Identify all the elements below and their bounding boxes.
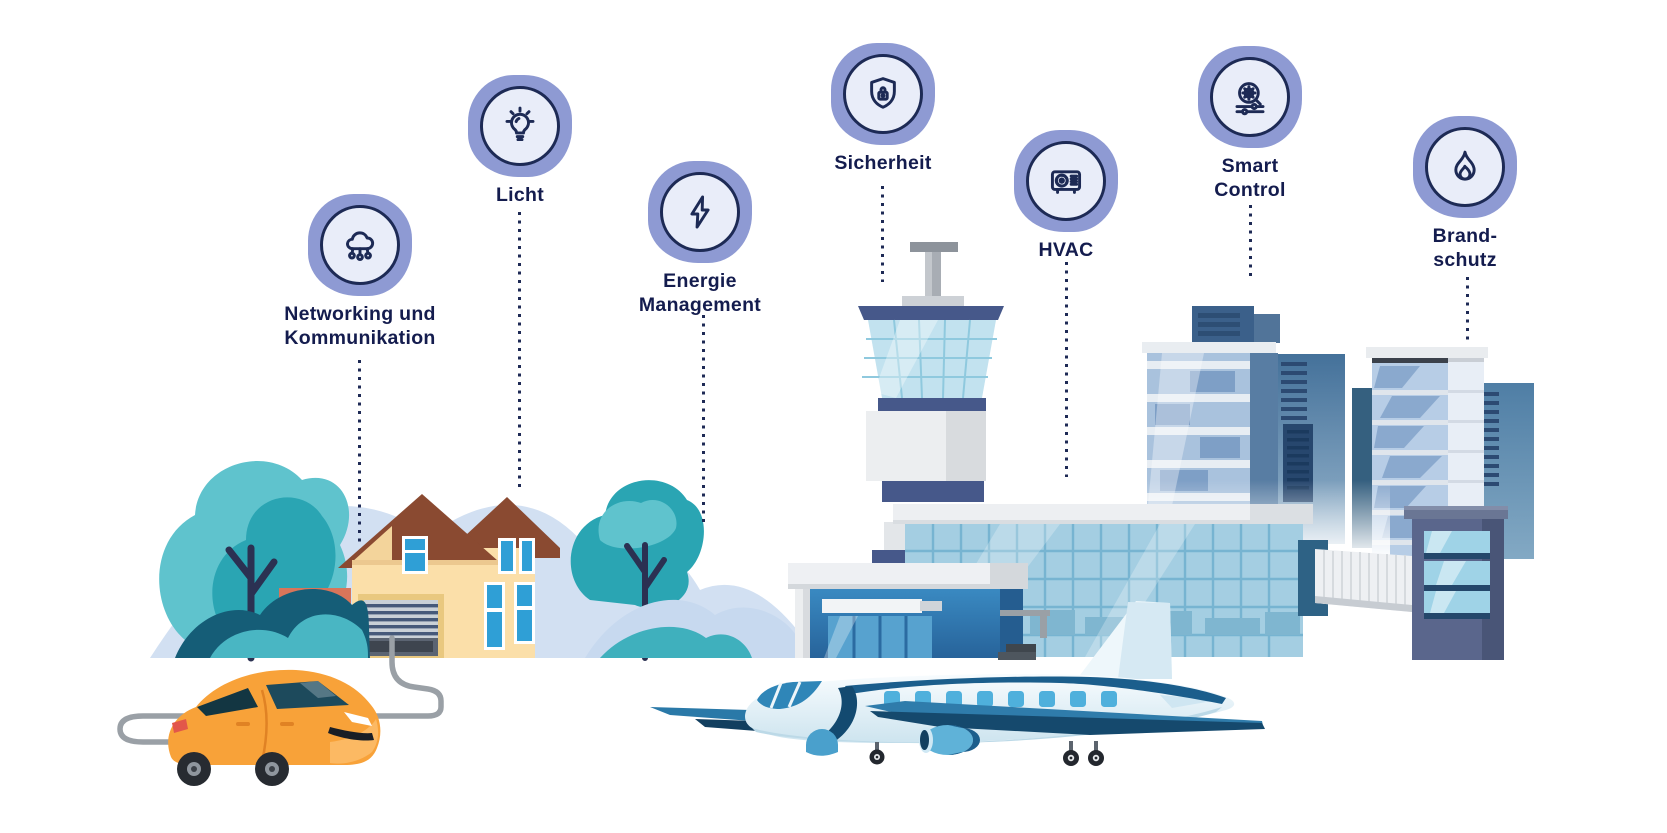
house-windows: [402, 536, 535, 650]
category-sicherheit: Sicherheit: [763, 43, 1003, 176]
badge-blob: [1198, 46, 1302, 148]
flame-icon: [1454, 150, 1476, 181]
dotted-connector-networking: [358, 360, 361, 545]
category-label: Brand- schutz: [1432, 225, 1498, 271]
front-right-building: [1404, 506, 1508, 660]
gear-magnifier-icon: [1235, 82, 1265, 116]
main-wing: [865, 701, 1263, 726]
control-tower: [858, 242, 1004, 566]
badge-blob: [308, 194, 412, 296]
airplane: [650, 601, 1265, 766]
grille: [328, 727, 374, 741]
category-label: Smart Control: [1214, 155, 1286, 201]
dotted-connector-smart-control: [1249, 205, 1252, 280]
badge-blob: [831, 43, 935, 145]
fuselage-stripe: [845, 676, 1226, 704]
cloud-network-icon: [346, 231, 375, 261]
garage-door: [358, 594, 444, 658]
windshield: [266, 681, 349, 709]
rear-stabilizer: [1160, 695, 1218, 708]
category-energie-management: Energie Management: [580, 161, 820, 318]
dotted-connector-energie: [702, 315, 705, 527]
gear-bay: [806, 729, 838, 756]
category-smart-control: Smart Control: [1130, 46, 1370, 203]
badge-blob: [1014, 130, 1118, 232]
category-label: Energie Management: [638, 270, 762, 316]
charging-cable: [117, 635, 444, 745]
family-house: [338, 494, 560, 658]
badge-ring: [1425, 127, 1505, 207]
category-label: HVAC: [1038, 239, 1094, 261]
lightbulb-icon: [505, 106, 535, 142]
dotted-connector-licht: [518, 212, 521, 487]
badge-blob: [468, 75, 572, 177]
glass-bands: [1424, 531, 1490, 619]
badge-ring: [320, 205, 400, 285]
air-conditioner-icon: [1050, 170, 1082, 194]
dotted-connector-sicherheit: [881, 186, 884, 282]
badge-blob: [648, 161, 752, 263]
entrance-building: [788, 563, 1050, 660]
shield-lock-icon: [870, 77, 896, 109]
tail-fin: [1077, 601, 1172, 679]
far-wing: [650, 707, 752, 721]
tree-right: [570, 480, 704, 661]
category-label: Sicherheit: [834, 152, 932, 174]
tail-light: [172, 719, 188, 733]
rear-window: [197, 688, 258, 716]
badge-ring: [1210, 57, 1290, 137]
neighbourhood: [150, 461, 805, 662]
cabin-windows: [884, 691, 1117, 707]
teal-wave: [600, 626, 752, 658]
category-label: Licht: [495, 184, 545, 206]
category-brandschutz: Brand- schutz: [1345, 116, 1585, 273]
category-label: Networking und Kommunikation: [284, 303, 436, 349]
badge-ring: [660, 172, 740, 252]
badge-blob: [1413, 116, 1517, 218]
category-networking: Networking und Kommunikation: [240, 194, 480, 351]
light-bushes: [210, 614, 368, 658]
badge-ring: [1026, 141, 1106, 221]
nose-swoosh: [816, 686, 858, 742]
ev-charging-car: [117, 635, 444, 786]
headlight: [344, 712, 372, 726]
dotted-connector-brandschutz: [1466, 277, 1469, 345]
badge-ring: [843, 54, 923, 134]
jet-bridge: [1315, 549, 1412, 612]
badge-ring: [480, 86, 560, 166]
lightning-bolt-icon: [690, 195, 710, 229]
dotted-connector-hvac: [1065, 262, 1068, 477]
engine: [919, 725, 980, 755]
category-hvac: HVAC: [946, 130, 1186, 263]
landing-gear: [869, 741, 1104, 766]
category-licht: Licht: [400, 75, 640, 208]
